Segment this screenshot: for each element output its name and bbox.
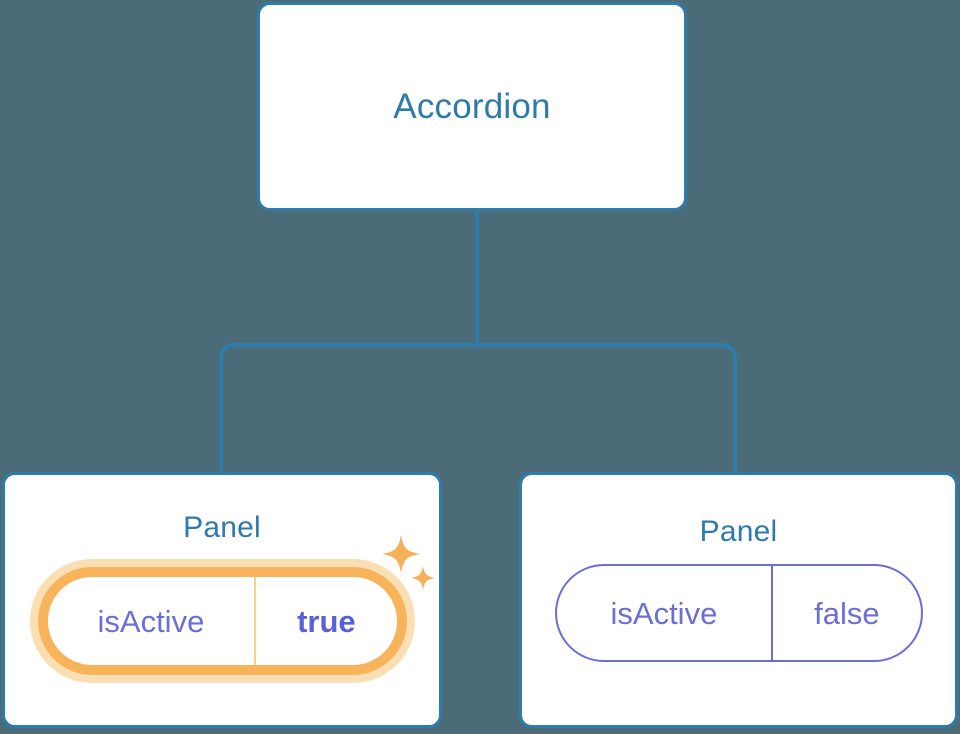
node-panel-active[interactable]: Panel isActive true (2, 472, 442, 728)
node-accordion[interactable]: Accordion (257, 2, 687, 211)
prop-value-label: false (814, 595, 880, 631)
node-panel-active-title: Panel (183, 511, 261, 544)
prop-key-label: isActive (48, 577, 257, 665)
prop-pill-wrap-isactive-false: isActive false (554, 549, 923, 662)
prop-pill-isactive-true[interactable]: isActive true (29, 535, 435, 683)
prop-pill-body: isActive true (47, 577, 397, 665)
sparkle-small-icon (410, 566, 435, 590)
prop-key-label: isActive (557, 566, 774, 660)
node-panel-inactive-title: Panel (699, 515, 778, 548)
prop-value-label: true (297, 603, 356, 639)
prop-pill-isactive-false[interactable]: isActive false (554, 564, 923, 662)
node-panel-inactive[interactable]: Panel isActive false (519, 472, 958, 728)
node-accordion-title: Accordion (393, 86, 551, 126)
connector-bracket (219, 343, 737, 472)
sparkle-large-icon (381, 535, 420, 573)
